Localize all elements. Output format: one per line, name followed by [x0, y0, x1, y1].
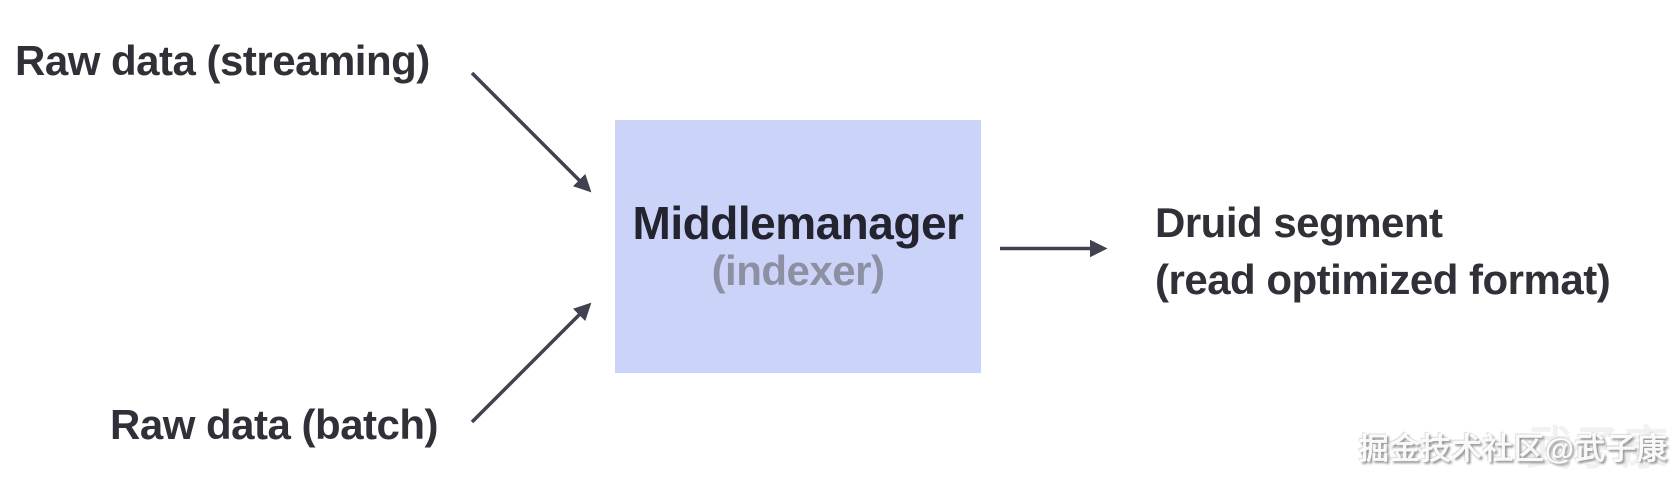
raw-data-batch-label: Raw data (batch)	[110, 401, 439, 448]
druid-segment-label-line1: Druid segment	[1155, 199, 1443, 246]
arrow-batch-to-middlemanager	[470, 302, 592, 424]
druid-segment-label-line2: (read optimized format)	[1155, 256, 1611, 303]
watermark-ghost-text: 武子康	[1526, 422, 1670, 474]
druid-segment-label: Druid segment (read optimized format)	[1155, 194, 1611, 308]
raw-data-streaming-label: Raw data (streaming)	[15, 37, 430, 84]
middlemanager-node: Middlemanager (indexer)	[615, 120, 981, 373]
arrow-streaming-to-middlemanager	[470, 71, 592, 193]
watermark-text: 掘金技术社区@武子康	[1358, 433, 1668, 466]
middlemanager-node-subtitle: (indexer)	[711, 246, 885, 294]
middlemanager-node-title: Middlemanager	[632, 197, 964, 250]
